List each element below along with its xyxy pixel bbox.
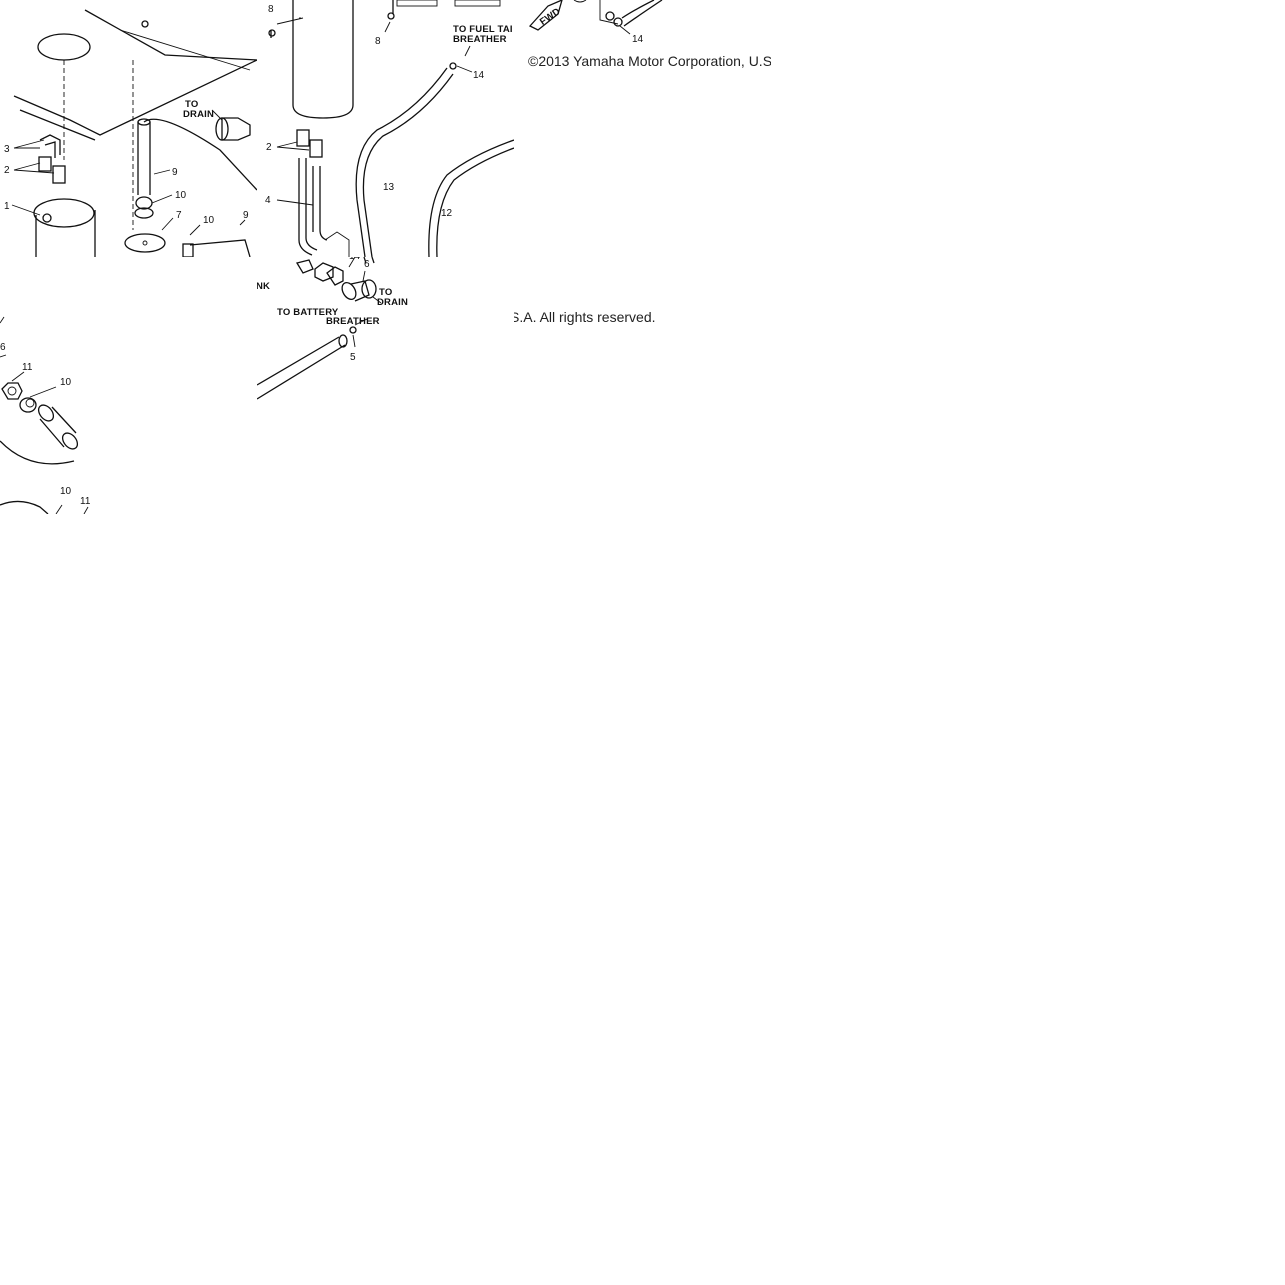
callout-10: 10 bbox=[175, 190, 187, 201]
label-breather-b: BREATHER bbox=[326, 316, 380, 327]
diagram-tile-copyright-cont: S.A. All rights reserved. bbox=[514, 257, 771, 514]
callout-11b: 11 bbox=[80, 496, 91, 507]
callout-1: 1 bbox=[4, 201, 10, 212]
label-to-b: TO bbox=[379, 287, 392, 298]
copyright-text: ©2013 Yamaha Motor Corporation, U.S bbox=[528, 53, 771, 69]
diagram-tile-copyright: FWD 14 ©2013 Yamaha Motor Corporation, U… bbox=[514, 0, 771, 257]
label-to-battery: TO BATTERY bbox=[277, 307, 339, 318]
callout-2: 2 bbox=[4, 165, 10, 176]
label-drain-b: DRAIN bbox=[377, 297, 408, 308]
canister-body bbox=[292, 0, 354, 119]
callout-14b: 14 bbox=[632, 34, 644, 45]
fwd-arrow bbox=[528, 0, 563, 31]
callout-10d: 10 bbox=[60, 486, 72, 497]
tank-assembly-drawing: 3 2 1 9 10 7 10 9 TO DRAIN bbox=[4, 9, 257, 257]
diagram-tile-battery-breather: 14 6 5 NK TO DRAIN TO BATTERY BREATHER bbox=[257, 257, 514, 514]
callout-6: 6 bbox=[0, 342, 6, 353]
callout-14: 14 bbox=[473, 70, 485, 81]
label-breather: BREATHER bbox=[453, 34, 507, 45]
callout-3: 3 bbox=[4, 144, 10, 155]
callout-9b: 9 bbox=[243, 210, 249, 221]
oval-opening bbox=[37, 33, 91, 61]
callout-12: 12 bbox=[441, 208, 453, 219]
callout-8b: 8 bbox=[375, 36, 381, 47]
callout-8: 8 bbox=[268, 4, 274, 15]
callout-9: 9 bbox=[172, 167, 178, 178]
label-to-fuel-tank: TO FUEL TAI bbox=[453, 24, 513, 35]
callout-13: 13 bbox=[383, 182, 395, 193]
diagram-tile-drain-parts: 6 11 10 10 11 bbox=[0, 257, 257, 514]
label-to: TO bbox=[185, 99, 198, 110]
label-drain: DRAIN bbox=[183, 109, 214, 120]
callout-11: 11 bbox=[22, 362, 33, 373]
copyright-text-continued: S.A. All rights reserved. bbox=[514, 309, 656, 325]
diagram-tile-tank-assembly: 3 2 1 9 10 7 10 9 TO DRAIN bbox=[0, 0, 257, 257]
callout-4: 4 bbox=[265, 195, 271, 206]
callout-5: 5 bbox=[350, 352, 356, 363]
canister-drawing: 8 8 2 4 13 12 14 TO FUEL TAI BREATHER bbox=[265, 0, 514, 257]
callout-10c: 10 bbox=[60, 377, 72, 388]
callout-6b: 6 bbox=[364, 259, 370, 270]
diagram-tile-canister: 8 8 2 4 13 12 14 TO FUEL TAI BREATHER bbox=[257, 0, 514, 257]
nut bbox=[1, 382, 23, 400]
callout-10b: 10 bbox=[203, 215, 215, 226]
tank-top bbox=[33, 198, 95, 228]
callout-7: 7 bbox=[176, 210, 182, 221]
fwd-drawing: FWD 14 bbox=[528, 0, 663, 45]
battery-breather-drawing: 14 6 5 NK TO DRAIN TO BATTERY BREATHER bbox=[257, 257, 408, 400]
callout-2b: 2 bbox=[266, 142, 272, 153]
label-nk: NK bbox=[257, 281, 270, 292]
callout-14c: 14 bbox=[349, 257, 361, 262]
drain-parts-drawing: 6 11 10 10 11 bbox=[0, 316, 91, 514]
